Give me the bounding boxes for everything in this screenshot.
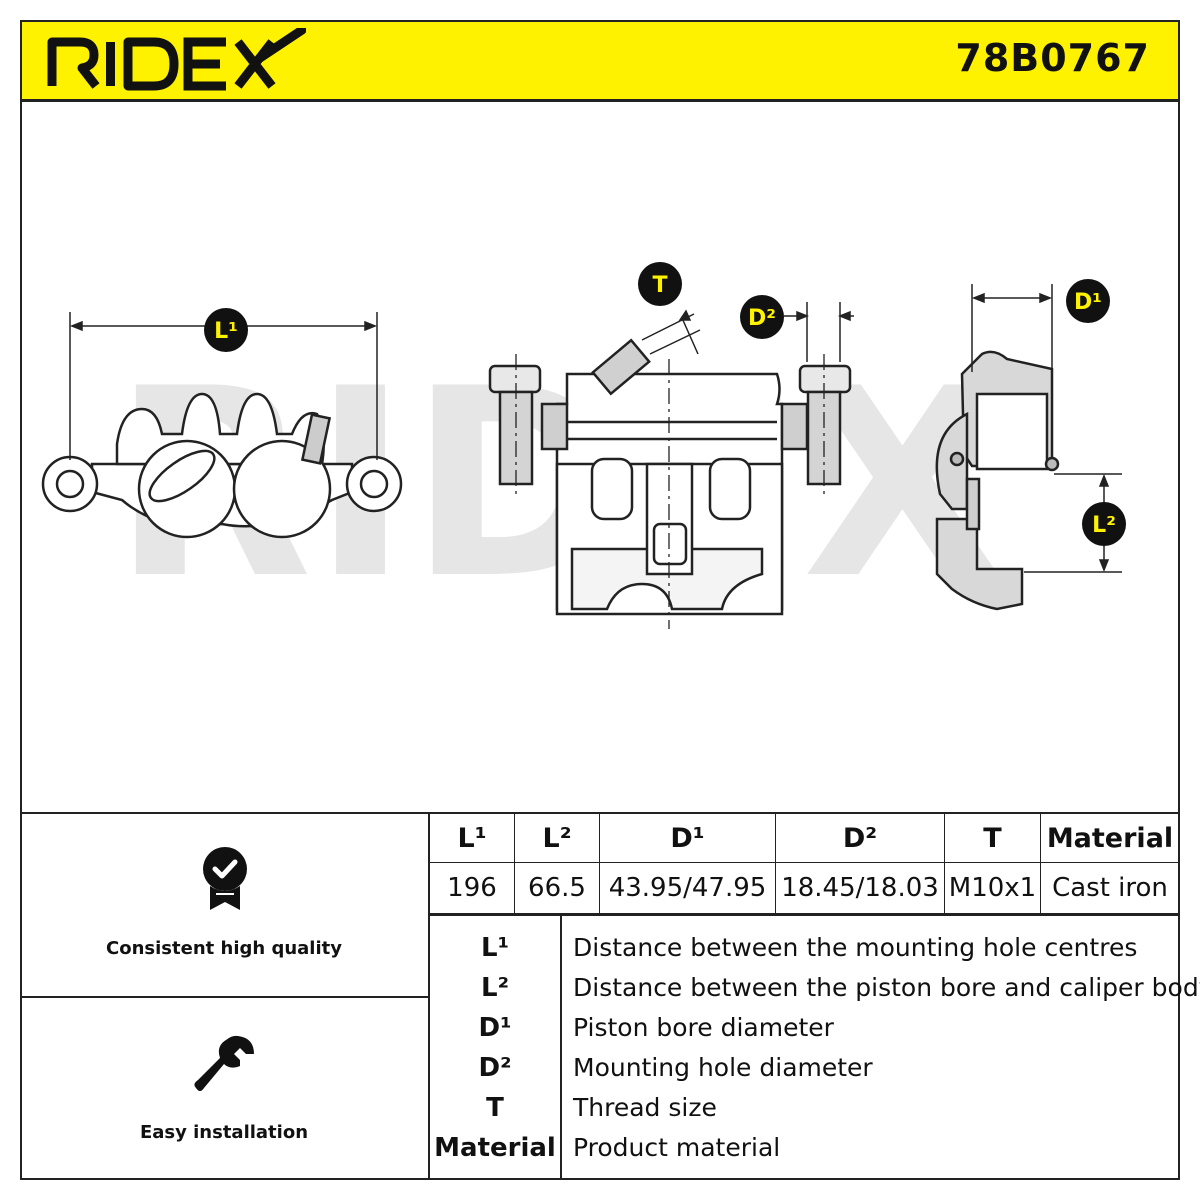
feature-quality-label: Consistent high quality bbox=[106, 938, 342, 959]
legend-key: Material bbox=[434, 1133, 556, 1163]
feature-installation-label: Easy installation bbox=[139, 1122, 309, 1143]
dimension-d1 bbox=[971, 284, 1053, 372]
caliper-front-centerlines bbox=[515, 354, 825, 629]
spec-value-l2: 66.5 bbox=[514, 862, 600, 914]
part-number: 78B0767 bbox=[955, 36, 1150, 80]
spec-table: L¹ L² D¹ D² T Material 196 66.5 43.95/47… bbox=[430, 814, 1179, 914]
spec-value-material: Cast iron bbox=[1040, 862, 1179, 914]
spec-header-row: L¹ L² D¹ D² T Material bbox=[430, 814, 1179, 863]
legend-row: L² Distance between the piston bore and … bbox=[430, 968, 1200, 1008]
dimension-d2 bbox=[784, 302, 854, 362]
dimension-l1 bbox=[69, 312, 378, 460]
callout-d2 bbox=[740, 295, 784, 339]
features-panel: Consistent high quality Easy installatio… bbox=[20, 814, 430, 1180]
spec-value-d2: 18.45/18.03 bbox=[775, 862, 945, 914]
legend-description: Distance between the piston bore and cal… bbox=[573, 973, 1200, 1002]
spec-value-t: M10x1 bbox=[944, 862, 1041, 914]
legend-row: T Thread size bbox=[430, 1088, 1180, 1128]
header-bar: 78B0767 bbox=[20, 20, 1180, 102]
legend-key: D¹ bbox=[478, 1013, 512, 1043]
callout-d2-label: D² bbox=[748, 306, 776, 331]
spec-header-material: Material bbox=[1040, 814, 1179, 863]
quality-badge-icon bbox=[203, 847, 247, 910]
legend-key: T bbox=[486, 1093, 504, 1123]
caliper-technical-drawing: RIDEX L¹ bbox=[41, 262, 1126, 636]
spec-header-t: T bbox=[944, 814, 1041, 863]
legend-key: L² bbox=[481, 973, 509, 1003]
legend-description: Piston bore diameter bbox=[573, 1013, 834, 1042]
callout-d1 bbox=[1066, 279, 1110, 323]
ridex-logo bbox=[47, 28, 306, 91]
callout-t bbox=[638, 262, 682, 306]
wrench-icon bbox=[194, 1035, 254, 1091]
spec-header-d1: D¹ bbox=[599, 814, 776, 863]
legend-divider bbox=[560, 916, 562, 1180]
callout-d1-label: D¹ bbox=[1074, 290, 1102, 315]
spec-header-l2: L² bbox=[514, 814, 600, 863]
callout-l1-label: L¹ bbox=[214, 319, 238, 344]
legend-description: Mounting hole diameter bbox=[573, 1053, 873, 1082]
callout-t-label: T bbox=[652, 273, 667, 298]
legend-row: D² Mounting hole diameter bbox=[430, 1048, 1180, 1088]
spec-value-l1: 196 bbox=[430, 862, 515, 914]
legend-key: D² bbox=[478, 1053, 512, 1083]
spec-value-row: 196 66.5 43.95/47.95 18.45/18.03 M10x1 C… bbox=[430, 862, 1179, 914]
spec-header-l1: L¹ bbox=[430, 814, 515, 863]
legend-row: L¹ Distance between the mounting hole ce… bbox=[430, 928, 1180, 968]
section-divider bbox=[20, 812, 1180, 814]
legend-description: Product material bbox=[573, 1133, 781, 1162]
caliper-top-view bbox=[41, 392, 403, 539]
feature-quality: Consistent high quality bbox=[20, 814, 428, 998]
legend-key: L¹ bbox=[481, 933, 509, 963]
legend-description: Thread size bbox=[573, 1093, 717, 1122]
feature-installation: Easy installation bbox=[20, 996, 428, 1178]
spec-header-d2: D² bbox=[775, 814, 945, 863]
legend-row: D¹ Piston bore diameter bbox=[430, 1008, 1180, 1048]
legend-row: Material Product material bbox=[430, 1128, 1180, 1168]
caliper-side-section bbox=[935, 350, 1060, 611]
legend-panel: L¹ Distance between the mounting hole ce… bbox=[430, 914, 1200, 1180]
spec-value-d1: 43.95/47.95 bbox=[599, 862, 776, 914]
callout-l1 bbox=[204, 308, 248, 352]
legend-description: Distance between the mounting hole centr… bbox=[573, 933, 1138, 962]
callout-l2 bbox=[1082, 502, 1126, 546]
callout-l2-label: L² bbox=[1092, 513, 1116, 538]
dimension-l2 bbox=[1024, 473, 1122, 573]
dimension-t bbox=[641, 309, 701, 355]
